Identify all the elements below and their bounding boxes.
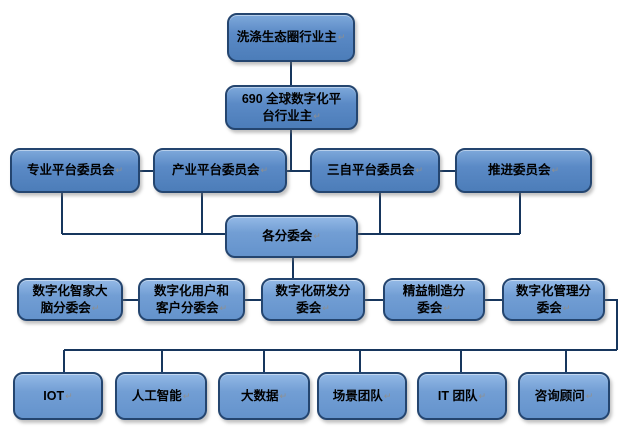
org-node-text: 数字化管理分 委会↵ bbox=[513, 283, 594, 316]
org-node-text: 精益制造分 委会↵ bbox=[400, 283, 469, 316]
return-mark-icon: ↵ bbox=[322, 302, 330, 313]
org-node-label: 洗涤生态圈行业主 bbox=[236, 30, 337, 45]
org-node-text: 数字化智家大 脑分委会↵ bbox=[29, 283, 110, 316]
org-node-label: 690 全球数字化平 台行业主 bbox=[241, 92, 342, 123]
org-node-text: 咨询顾问↵ bbox=[532, 388, 597, 404]
org-node-global-digital-platform[interactable]: 690 全球数字化平 台行业主↵ bbox=[225, 85, 358, 130]
org-node-label: 人工智能 bbox=[131, 388, 182, 403]
org-node-text: 各分委会↵ bbox=[259, 228, 324, 244]
org-node-big-data[interactable]: 大数据↵ bbox=[218, 372, 310, 420]
org-node-label: 推进委员会 bbox=[487, 163, 551, 178]
return-mark-icon: ↵ bbox=[443, 302, 451, 313]
org-node-label: 数字化管理分 委会 bbox=[515, 284, 591, 315]
org-node-label: 大数据 bbox=[240, 388, 279, 403]
org-node-text: 三自平台委员会↵ bbox=[324, 162, 426, 178]
org-node-label: 咨询顾问 bbox=[534, 388, 585, 403]
org-node-smart-home-brain[interactable]: 数字化智家大 脑分委会↵ bbox=[17, 278, 123, 321]
org-node-text: 690 全球数字化平 台行业主↵ bbox=[239, 91, 344, 124]
return-mark-icon: ↵ bbox=[562, 302, 571, 313]
org-node-text: 数字化研发分 委会↵ bbox=[272, 283, 353, 316]
org-node-digital-rd[interactable]: 数字化研发分 委会↵ bbox=[261, 278, 365, 321]
org-node-iot[interactable]: IOT↵ bbox=[13, 372, 103, 420]
org-node-label: 数字化研发分 委会 bbox=[275, 284, 351, 315]
org-node-label: 三自平台委员会 bbox=[326, 163, 415, 178]
return-mark-icon: ↵ bbox=[337, 32, 346, 43]
org-node-text: 专业平台委员会↵ bbox=[24, 162, 126, 178]
org-node-text: 洗涤生态圈行业主↵ bbox=[234, 29, 349, 45]
org-node-label: 产业平台委员会 bbox=[171, 163, 260, 178]
org-node-ai[interactable]: 人工智能↵ bbox=[115, 372, 207, 420]
org-node-digital-management[interactable]: 数字化管理分 委会↵ bbox=[502, 278, 605, 321]
org-node-label: 各分委会 bbox=[262, 229, 313, 244]
org-node-text: IT 团队↵ bbox=[435, 388, 489, 404]
org-node-it-team[interactable]: IT 团队↵ bbox=[417, 372, 507, 420]
return-mark-icon: ↵ bbox=[182, 390, 191, 401]
org-node-text: 数字化用户和 客户分委会↵ bbox=[151, 283, 232, 316]
return-mark-icon: ↵ bbox=[260, 165, 269, 176]
org-node-industry-owner[interactable]: 洗涤生态圈行业主↵ bbox=[227, 13, 355, 62]
org-node-user-customer[interactable]: 数字化用户和 客户分委会↵ bbox=[138, 278, 245, 321]
org-node-industry-platform[interactable]: 产业平台委员会↵ bbox=[153, 148, 287, 193]
org-node-label: 专业平台委员会 bbox=[26, 163, 115, 178]
return-mark-icon: ↵ bbox=[115, 165, 124, 176]
org-node-label: 精益制造分 委会 bbox=[402, 284, 466, 315]
org-node-subcommittees[interactable]: 各分委会↵ bbox=[225, 215, 358, 258]
org-node-text: IOT↵ bbox=[40, 388, 75, 404]
org-node-lean-manufacturing[interactable]: 精益制造分 委会↵ bbox=[383, 278, 485, 321]
org-node-text: 推进委员会↵ bbox=[485, 162, 562, 178]
org-node-sanzi-platform[interactable]: 三自平台委员会↵ bbox=[310, 148, 440, 193]
org-node-text: 场景团队↵ bbox=[330, 388, 395, 404]
org-node-label: 场景团队 bbox=[332, 388, 383, 403]
org-node-label: 数字化用户和 客户分委会 bbox=[153, 284, 229, 315]
org-node-text: 大数据↵ bbox=[238, 388, 290, 404]
org-node-label: IT 团队 bbox=[437, 388, 478, 403]
org-node-consultants[interactable]: 咨询顾问↵ bbox=[518, 372, 610, 420]
return-mark-icon: ↵ bbox=[65, 390, 73, 401]
return-mark-icon: ↵ bbox=[91, 302, 100, 313]
org-node-promotion-committee[interactable]: 推进委员会↵ bbox=[455, 148, 592, 193]
org-node-text: 产业平台委员会↵ bbox=[169, 162, 271, 178]
org-node-scenario-team[interactable]: 场景团队↵ bbox=[317, 372, 407, 420]
return-mark-icon: ↵ bbox=[313, 110, 321, 121]
return-mark-icon: ↵ bbox=[585, 390, 594, 401]
return-mark-icon: ↵ bbox=[279, 390, 288, 401]
org-node-label: 数字化智家大 脑分委会 bbox=[32, 284, 108, 315]
return-mark-icon: ↵ bbox=[313, 231, 321, 242]
return-mark-icon: ↵ bbox=[478, 390, 487, 401]
org-node-professional-platform[interactable]: 专业平台委员会↵ bbox=[10, 148, 140, 193]
return-mark-icon: ↵ bbox=[415, 165, 424, 176]
org-node-text: 人工智能↵ bbox=[129, 388, 194, 404]
org-node-label: IOT bbox=[43, 388, 65, 403]
return-mark-icon: ↵ bbox=[383, 390, 392, 401]
return-mark-icon: ↵ bbox=[219, 302, 228, 313]
return-mark-icon: ↵ bbox=[551, 165, 560, 176]
